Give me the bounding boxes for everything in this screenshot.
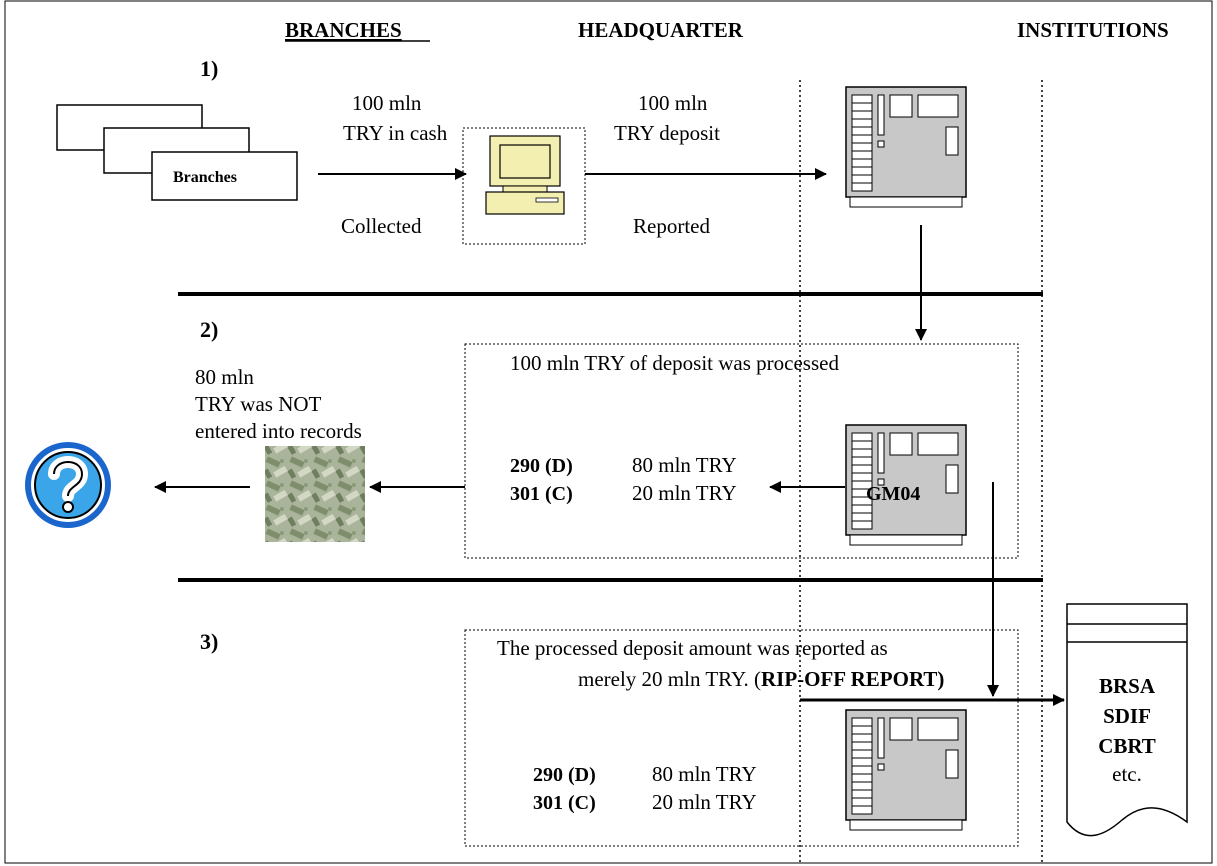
account-301-amount: 20 mln TRY [632,481,737,505]
header-headquarter: HEADQUARTER [578,18,744,42]
hq-computer-frame [462,127,586,245]
report-account-301-code: 301 (C) [533,792,596,814]
processing-frame [464,343,1019,559]
cash-amount-line2: TRY in cash [343,121,448,145]
institution-brsa: BRSA [1099,674,1156,698]
question-mark-icon [25,442,111,528]
cash-amount-line1: 100 mln [352,91,422,115]
step1-label: 1) [200,56,218,81]
institution-cbrt: CBRT [1098,734,1156,758]
header-branches: BRANCHES [285,18,402,42]
step3-label: 3) [200,629,218,654]
outer-frame [4,0,1213,864]
report-line1: The processed deposit amount was reporte… [497,636,888,660]
deposit-amount-line1: 100 mln [638,91,708,115]
report-account-290-amount: 80 mln TRY [652,762,757,786]
not-entered-line1: 80 mln [195,365,254,389]
report-line2-prefix: merely 20 mln TRY. ( [578,667,761,691]
processed-caption: 100 mln TRY of deposit was processed [510,351,839,375]
report-account-301-amount: 20 mln TRY [652,790,757,814]
deposit-amount-line2: TRY deposit [614,121,720,145]
collected-label: Collected [341,214,422,238]
account-290-code: 290 (D) [510,455,573,477]
document-icon [1066,603,1188,837]
server-icon [845,86,967,208]
rip-off-report-label: RIP-OFF REPORT) [761,667,944,691]
not-entered-line3: entered into records [195,419,362,443]
reported-label: Reported [633,214,710,238]
report-line2: merely 20 mln TRY. (RIP-OFF REPORT) [578,667,944,691]
not-entered-line2: TRY was NOT [195,392,322,416]
branch-box-front [151,151,298,201]
institution-etc: etc. [1112,762,1142,786]
header-institutions: INSTITUTIONS [1017,18,1169,42]
account-290-amount: 80 mln TRY [632,453,737,477]
report-account-290-code: 290 (D) [533,764,596,786]
branches-box-label: Branches [173,169,237,186]
report-frame [464,629,1019,847]
institution-sdif: SDIF [1103,704,1151,728]
desktop-computer-icon [485,135,565,215]
account-301-code: 301 (C) [510,483,573,505]
money-pile-icon [265,446,365,542]
step2-label: 2) [200,317,218,342]
server-gm04-label: GM04 [866,483,920,505]
server-icon-report [845,709,967,831]
